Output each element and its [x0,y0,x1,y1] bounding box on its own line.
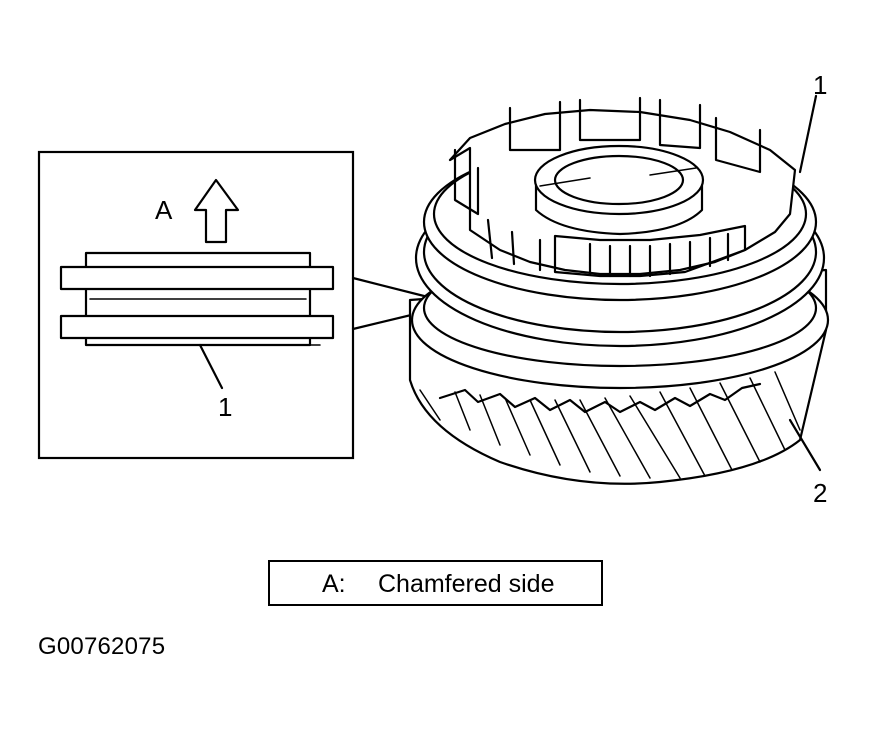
gear-leader-1 [798,94,818,174]
chamfer-direction-arrow [193,178,240,244]
lower-ring [59,314,335,340]
inset-label-1: 1 [218,392,232,422]
tooth-profile-edge [438,382,762,414]
gear-label-1: 1 [813,70,827,100]
gear-assembly: 1 2 [408,70,830,508]
gear-leader-2 [788,418,822,472]
legend-box: A: Chamfered side [268,560,603,606]
spline-teeth [453,96,762,278]
legend-key: A: [322,570,346,598]
hub-bore [553,154,685,206]
figure-id: G00762075 [38,633,166,660]
arrow-label-a: A [155,195,173,225]
hub-keyway-lines [539,167,697,187]
inset-detail: A 1 [37,150,355,460]
helical-teeth [419,371,801,479]
inset-leader-line [198,343,224,390]
gear-label-2: 2 [813,478,827,508]
legend-text: Chamfered side [378,570,555,598]
upper-ring [59,265,335,291]
